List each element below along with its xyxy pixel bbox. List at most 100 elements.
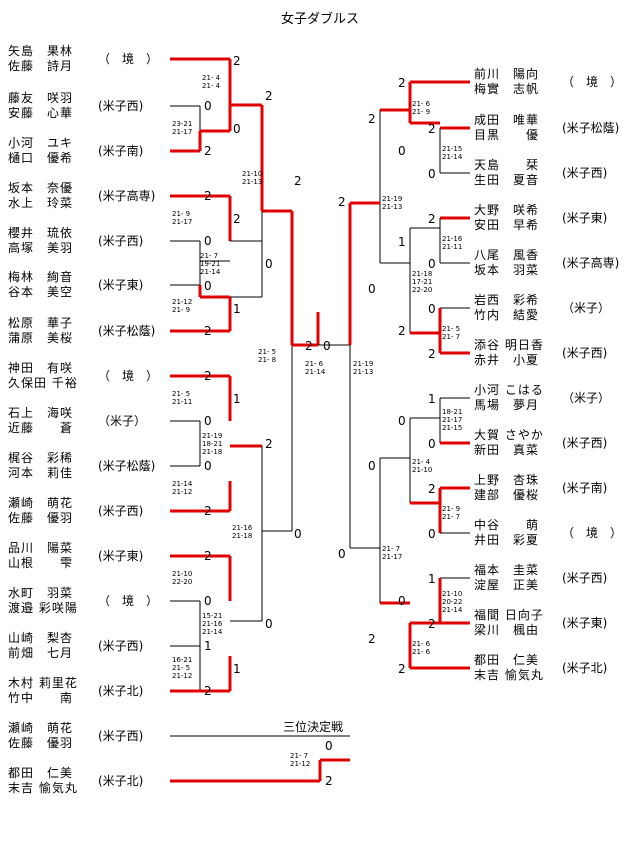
right_pairs-player: 井田 彩夏 xyxy=(474,533,540,547)
right_pairs-player: 前川 陽向 xyxy=(474,67,540,81)
left_pairs-player: 水町 羽菜 xyxy=(8,586,74,600)
right_pairs-player: 赤井 小夏 xyxy=(474,353,540,367)
match-score: 0 xyxy=(204,459,212,473)
left_pairs-player: 櫻井 琉依 xyxy=(8,226,74,240)
game-scores: 18-21 21-17 21-15 xyxy=(442,408,463,432)
game-scores: 21- 4 21- 4 xyxy=(202,74,221,90)
right_pairs-player: 大賀 さやか xyxy=(474,428,544,442)
right_pairs-team: (米子南) xyxy=(562,481,608,495)
left_pairs-player: 小河 ユキ xyxy=(8,136,74,150)
game-scores: 21- 7 21-17 xyxy=(382,545,403,561)
match-score: 2 xyxy=(294,174,302,188)
right_pairs-player: 竹内 結愛 xyxy=(474,308,540,322)
left_pairs-team: (米子高専) xyxy=(98,189,156,203)
game-scores: 21- 6 21- 9 xyxy=(412,100,431,116)
left_pairs-player: 渡邉 彩咲陽 xyxy=(8,601,78,615)
match-score: 2 xyxy=(368,632,376,646)
right_pairs-player: 小河 こはる xyxy=(474,383,544,397)
right_pairs-player: 坂本 羽菜 xyxy=(474,263,540,277)
left_pairs-player: 神田 有咲 xyxy=(8,361,74,375)
third_place_pairs-player: 瀬崎 萌花 xyxy=(8,721,74,735)
left_pairs-player: 品川 陽菜 xyxy=(8,541,74,555)
bracket-title: 女子ダブルス xyxy=(280,12,359,27)
match-score: 2 xyxy=(265,89,273,103)
right_pairs-team: (米子西) xyxy=(562,166,608,180)
match-score: 2 xyxy=(233,54,241,68)
game-scores: 21-16 21-11 xyxy=(442,235,463,251)
match-score: 2 xyxy=(325,774,333,788)
game-scores: 21-19 18-21 21-18 xyxy=(202,432,223,456)
match-score: 2 xyxy=(428,617,436,631)
left_pairs-player: 安藤 心華 xyxy=(8,106,74,120)
left_pairs-team: (米子松蔭) xyxy=(98,324,156,338)
match-score: 0 xyxy=(204,99,212,113)
left_pairs-player: 樋口 優希 xyxy=(8,151,74,165)
match-score: 0 xyxy=(204,279,212,293)
left_pairs-player: 佐藤 詩月 xyxy=(8,59,74,73)
match-score: 0 xyxy=(204,414,212,428)
left_pairs-team: （ 境 ） xyxy=(98,594,159,608)
game-scores: 21- 7 19-21 21-14 xyxy=(200,252,221,276)
left_pairs-team: (米子南) xyxy=(98,144,144,158)
left_pairs-player: 久保田 千裕 xyxy=(8,376,78,390)
right_pairs-team: (米子北) xyxy=(562,661,608,675)
left_pairs-player: 河本 莉佳 xyxy=(8,466,74,480)
right_pairs-player: 中谷 萌 xyxy=(474,518,540,532)
right_pairs-player: 大野 咲希 xyxy=(474,203,540,217)
left_pairs-player: 松原 華子 xyxy=(8,316,74,330)
right_pairs-player: 目黒 優 xyxy=(474,128,540,142)
left_pairs-team: (米子西) xyxy=(98,504,144,518)
third_place_pairs-team: (米子北) xyxy=(98,774,144,788)
left_pairs-team: (米子東) xyxy=(98,278,144,292)
right_pairs-player: 梅實 志帆 xyxy=(474,82,540,96)
right_pairs-player: 梁川 楓由 xyxy=(474,623,540,637)
left_pairs-team: (米子西) xyxy=(98,639,144,653)
match-score: 0 xyxy=(428,437,436,451)
game-scores: 21- 6 21- 6 xyxy=(412,640,431,656)
left_pairs-player: 前畑 七月 xyxy=(8,646,74,660)
game-scores: 21- 9 21- 7 xyxy=(442,505,461,521)
right_pairs-player: 岩西 彩希 xyxy=(474,293,540,307)
match-score: 0 xyxy=(428,527,436,541)
game-scores: 21-10 20-22 21-14 xyxy=(442,590,463,614)
match-score: 0 xyxy=(204,594,212,608)
right_pairs-team: （米子） xyxy=(562,391,611,405)
left_pairs-player: 藤友 咲羽 xyxy=(8,91,74,105)
game-scores: 15-21 21-16 21-14 xyxy=(202,612,223,636)
match-score: 2 xyxy=(305,339,313,353)
game-scores: 21-10 21-13 xyxy=(242,170,263,186)
game-scores: 21-16 21-18 xyxy=(232,524,253,540)
right_pairs-player: 福間 日向子 xyxy=(474,608,544,622)
right_pairs-player: 八尾 風香 xyxy=(474,248,540,262)
third_place_pairs-player: 末吉 愉気丸 xyxy=(8,781,78,795)
right_pairs-team: （米子） xyxy=(562,301,611,315)
game-scores: 21- 7 21-12 xyxy=(290,752,311,768)
match-score: 0 xyxy=(428,302,436,316)
match-score: 1 xyxy=(233,302,241,316)
third_place_pairs-team: (米子西) xyxy=(98,729,144,743)
third-place-label: 三位決定戦 xyxy=(283,720,344,734)
game-scores: 21- 5 21-11 xyxy=(172,390,193,406)
match-score: 0 xyxy=(204,234,212,248)
match-score: 0 xyxy=(428,257,436,271)
third_place_pairs-player: 佐藤 優羽 xyxy=(8,736,74,750)
right_pairs-player: 新田 真菜 xyxy=(474,443,540,457)
left_pairs-player: 梶谷 彩稀 xyxy=(8,451,74,465)
match-score: 2 xyxy=(368,112,376,126)
game-scores: 21- 9 21-17 xyxy=(172,210,193,226)
left_pairs-player: 木村 莉里花 xyxy=(8,676,78,690)
match-score: 1 xyxy=(398,235,406,249)
match-score: 1 xyxy=(204,639,212,653)
left_pairs-player: 竹中 南 xyxy=(8,691,74,705)
left_pairs-player: 近藤 蒼 xyxy=(8,421,74,435)
match-score: 2 xyxy=(398,662,406,676)
left_pairs-team: （ 境 ） xyxy=(98,369,159,383)
right_pairs-player: 添谷 明日香 xyxy=(474,338,544,352)
left_pairs-player: 坂本 奈優 xyxy=(8,181,74,195)
match-score: 2 xyxy=(398,324,406,338)
game-scores: 21-18 17-21 22-20 xyxy=(412,270,433,294)
match-score: 2 xyxy=(204,684,212,698)
right_pairs-player: 馬場 夢月 xyxy=(474,398,540,412)
match-score: 0 xyxy=(398,594,406,608)
